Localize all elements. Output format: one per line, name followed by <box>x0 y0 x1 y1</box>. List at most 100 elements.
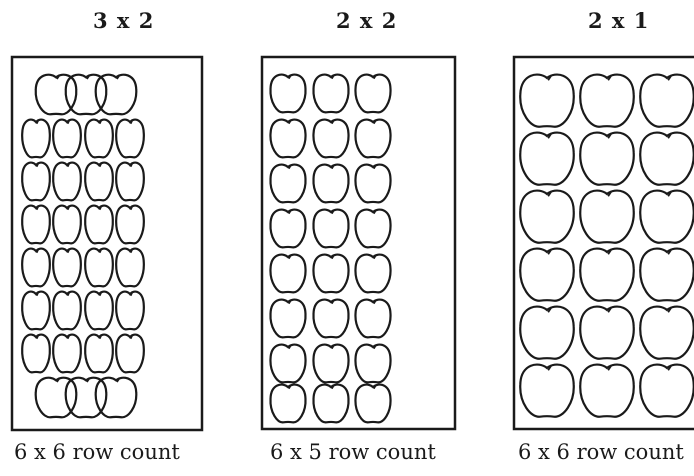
apple-icon <box>313 255 348 293</box>
apple-stem <box>68 292 70 296</box>
apple-icon <box>580 133 634 185</box>
apple-icon <box>355 255 390 293</box>
apple-stem <box>668 191 671 196</box>
apple-stem <box>100 249 102 253</box>
apple-stem <box>37 292 39 296</box>
apple-stem <box>289 120 291 124</box>
apple-icon <box>36 378 77 418</box>
apple-stem <box>548 307 551 312</box>
apple-icon <box>53 292 81 330</box>
apple-stem <box>117 378 120 382</box>
apple-icon <box>520 365 574 417</box>
apple-icon <box>640 249 694 301</box>
apple-icon <box>85 120 113 158</box>
apple-icon <box>520 191 574 243</box>
apple-icon <box>580 249 634 301</box>
apple-stem <box>332 300 334 304</box>
apple-stem <box>668 249 671 254</box>
apple-stem <box>668 307 671 312</box>
apple-icon <box>22 292 50 330</box>
apple-stem <box>289 385 291 389</box>
apple-stem <box>608 307 611 312</box>
apple-icon <box>116 206 144 244</box>
apple-icon <box>270 75 305 113</box>
apple-stem <box>68 249 70 253</box>
apple-stem <box>548 365 551 370</box>
apple-icon <box>580 75 634 127</box>
apple-icon <box>116 335 144 373</box>
apple-stem <box>289 300 291 304</box>
pattern-label-2x2: 2 x 2 <box>336 8 397 33</box>
apple-icon <box>270 385 305 423</box>
apple-stem <box>548 191 551 196</box>
apple-stem <box>374 300 376 304</box>
apple-stem <box>374 75 376 79</box>
box-outline <box>12 57 202 430</box>
apple-stem <box>68 120 70 124</box>
apple-icon <box>580 307 634 359</box>
apple-stem <box>117 75 120 79</box>
apple-icon <box>22 206 50 244</box>
apple-stem <box>37 163 39 167</box>
apple-stem <box>100 206 102 210</box>
apple-icon <box>640 133 694 185</box>
apple-icon <box>355 210 390 248</box>
apple-stem <box>289 255 291 259</box>
apple-icon <box>53 206 81 244</box>
apple-stem <box>87 75 90 79</box>
pattern-label-3x2: 3 x 2 <box>93 8 154 33</box>
apple-stem <box>332 385 334 389</box>
apple-icon <box>640 75 694 127</box>
count-label-2x1: 6 x 6 row count <box>518 440 684 464</box>
apple-icon <box>640 191 694 243</box>
apple-icon <box>22 120 50 158</box>
apple-icon <box>270 255 305 293</box>
apple-icon <box>53 163 81 201</box>
apple-stem <box>131 163 133 167</box>
apple-icon <box>270 300 305 338</box>
apple-icon <box>116 163 144 201</box>
apple-stem <box>332 120 334 124</box>
apple-stem <box>131 292 133 296</box>
apple-icon <box>640 307 694 359</box>
count-label-2x2: 6 x 5 row count <box>270 440 436 464</box>
apple-stem <box>668 365 671 370</box>
apple-icon <box>22 163 50 201</box>
apple-icon <box>580 365 634 417</box>
apple-stem <box>37 206 39 210</box>
apple-icon <box>313 345 348 383</box>
apple-stem <box>87 378 90 382</box>
apple-icon <box>85 249 113 287</box>
apple-icon <box>96 378 137 418</box>
apple-stem <box>37 249 39 253</box>
apple-stem <box>37 335 39 339</box>
pattern-label-2x1: 2 x 1 <box>588 8 649 33</box>
apple-stem <box>374 255 376 259</box>
apple-stem <box>548 249 551 254</box>
apple-stem <box>289 165 291 169</box>
box-outline <box>514 57 694 429</box>
apple-icon <box>313 385 348 423</box>
apple-stem <box>332 210 334 214</box>
apple-icon <box>520 133 574 185</box>
box-outline <box>262 57 455 429</box>
apple-icon <box>85 335 113 373</box>
count-label-3x2: 6 x 6 row count <box>14 440 180 464</box>
apple-icon <box>520 249 574 301</box>
apple-stem <box>332 255 334 259</box>
apple-stem <box>289 345 291 349</box>
apple-icon <box>96 75 137 115</box>
apple-stem <box>548 133 551 138</box>
apple-icon <box>355 165 390 203</box>
apple-icon <box>85 292 113 330</box>
apple-stem <box>131 335 133 339</box>
apple-stem <box>68 163 70 167</box>
apple-stem <box>289 75 291 79</box>
apple-stem <box>668 133 671 138</box>
apple-stem <box>100 120 102 124</box>
apple-stem <box>100 292 102 296</box>
apple-stem <box>608 75 611 80</box>
apple-icon <box>22 335 50 373</box>
apple-stem <box>68 335 70 339</box>
